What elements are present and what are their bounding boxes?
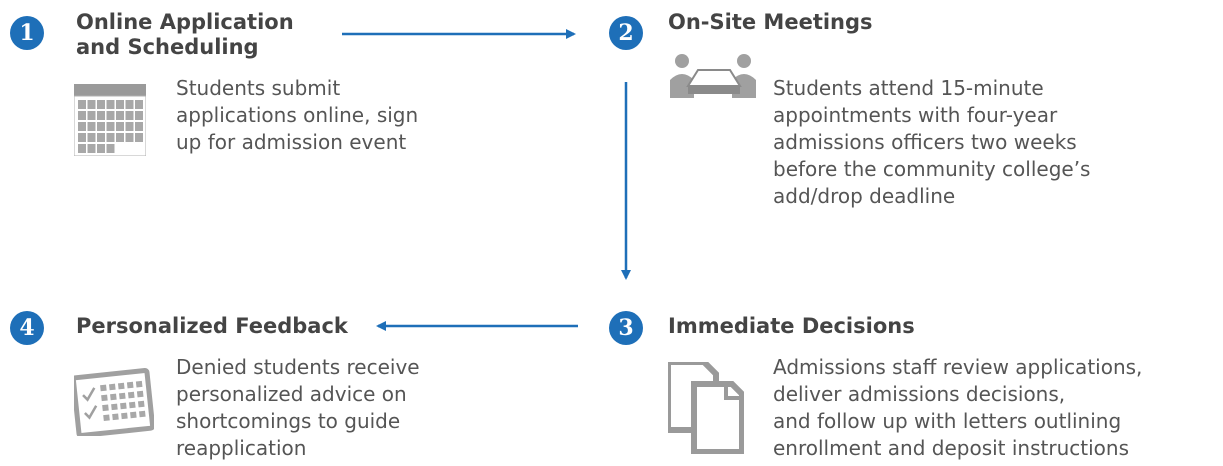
step-1-number: 1	[10, 16, 44, 50]
calendar-cell	[87, 111, 96, 120]
checklist-cell	[129, 401, 136, 409]
step-3-desc-line-3: and follow up with letters outlining	[773, 409, 1122, 433]
step-3-desc-line-2: deliver admissions decisions,	[773, 382, 1066, 406]
calendar-cell	[106, 144, 115, 153]
step-2-desc-line-4: before the community college’s	[773, 157, 1091, 181]
calendar-cell	[78, 122, 86, 131]
checklist-cell	[119, 392, 126, 400]
step-1-description: Students submit applications online, sig…	[176, 75, 418, 156]
step-3-title: Immediate Decisions	[668, 314, 915, 339]
calendar-cell	[97, 144, 105, 153]
step-1-title-line-2: and Scheduling	[76, 35, 259, 59]
checklist-cell	[135, 380, 143, 388]
calendar-cell	[125, 122, 134, 131]
calendar-cell	[97, 111, 105, 120]
calendar-cell	[125, 133, 134, 142]
step-3-desc-line-1: Admissions staff review applications,	[773, 355, 1143, 379]
checklist-cell	[137, 400, 145, 408]
step-4-desc-line-3: shortcomings to guide	[176, 409, 401, 433]
checklist-cell	[100, 384, 107, 392]
step-4-desc-line-2: personalized advice on	[176, 382, 407, 406]
calendar-cell	[116, 111, 124, 120]
checklist-cell	[110, 393, 117, 401]
checklist-cell	[117, 382, 125, 390]
step-2-title: On-Site Meetings	[668, 10, 873, 35]
checklist-cell	[126, 381, 134, 389]
step-4-description: Denied students receive personalized adv…	[176, 354, 420, 462]
step-3-number: 3	[609, 311, 643, 345]
calendar-cell	[87, 133, 96, 142]
step-4-title-line-1: Personalized Feedback	[76, 314, 348, 338]
step-3-description: Admissions staff review applications, de…	[773, 354, 1142, 462]
calendar-cell	[135, 122, 143, 131]
step-1-title: Online Application and Scheduling	[76, 10, 294, 60]
step-2-desc-line-1: Students attend 15-minute	[773, 76, 1044, 100]
checklist-cell	[130, 411, 137, 419]
calendar-cell	[106, 111, 115, 120]
step-4-title: Personalized Feedback	[76, 314, 348, 339]
step-3-desc-line-4: enrollment and deposit instructions	[773, 436, 1129, 460]
step-1-desc-line-2: applications online, sign	[176, 103, 419, 127]
calendar-cell	[97, 122, 105, 131]
calendar-cell	[106, 122, 115, 131]
calendar-cell	[78, 144, 86, 153]
calendar-cell	[87, 100, 96, 109]
step-1-desc-line-1: Students submit	[176, 76, 341, 100]
checklist-cell	[111, 403, 118, 411]
calendar-cell	[135, 111, 143, 120]
calendar-cell	[116, 100, 124, 109]
step-1-title-line-1: Online Application	[76, 10, 294, 34]
checklist-cell	[139, 410, 146, 418]
checklist-cell	[103, 414, 110, 422]
checklist-cell	[127, 391, 135, 399]
step-4-number: 4	[10, 311, 44, 345]
calendar-cell	[87, 122, 96, 131]
calendar-cell	[87, 144, 96, 153]
calendar-cell	[106, 100, 115, 109]
calendar-cell	[97, 133, 105, 142]
step-2-desc-line-3: admissions officers two weeks	[773, 130, 1077, 154]
checklist-cell	[136, 390, 144, 398]
step-3-title-line-1: Immediate Decisions	[668, 314, 915, 338]
calendar-cell	[116, 122, 124, 131]
step-2-desc-line-2: appointments with four-year	[773, 103, 1058, 127]
checklist-cell	[102, 404, 109, 412]
calendar-cell	[135, 133, 143, 142]
step-2-description: Students attend 15-minute appointments w…	[773, 75, 1090, 210]
calendar-cell	[78, 111, 86, 120]
calendar-cell	[97, 100, 105, 109]
checklist-calendar-icon	[74, 367, 154, 436]
documents-icon	[668, 362, 744, 454]
calendar-cell	[78, 133, 86, 142]
meeting-table-icon	[670, 54, 756, 98]
step-2-title-line-1: On-Site Meetings	[668, 10, 873, 34]
calendar-cell	[125, 111, 134, 120]
checklist-cell	[109, 383, 116, 391]
calendar-cell	[116, 133, 124, 142]
checklist-cell	[120, 402, 127, 410]
calendar-cell	[125, 100, 134, 109]
checklist-cell	[101, 394, 108, 402]
step-2-desc-line-5: add/drop deadline	[773, 184, 956, 208]
step-2-number: 2	[609, 16, 643, 50]
calendar-cell	[135, 100, 143, 109]
calendar-cell	[78, 100, 86, 109]
calendar-cell	[106, 133, 115, 142]
checklist-cell	[121, 412, 128, 420]
step-1-desc-line-3: up for admission event	[176, 130, 407, 154]
step-4-desc-line-1: Denied students receive	[176, 355, 420, 379]
calendar-icon	[74, 84, 146, 156]
checklist-cell	[112, 413, 119, 421]
step-4-desc-line-4: reapplication	[176, 436, 307, 460]
